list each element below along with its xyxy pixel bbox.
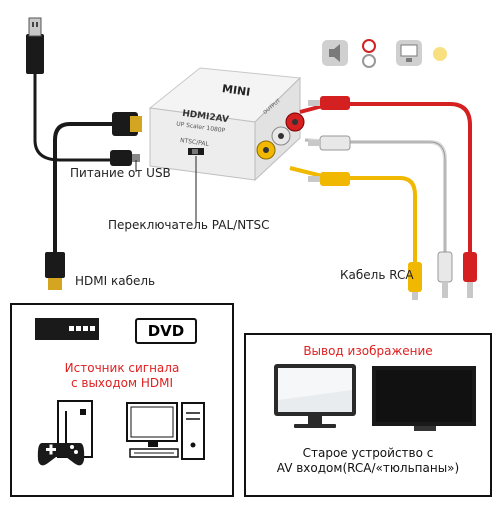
hdmi-plug-icon [112,112,142,136]
rca-cable-label: Кабель RCA [340,268,414,282]
computer-icon [126,402,205,460]
hdmi-box-icon [35,318,99,340]
power-label: Питание от USB [70,166,171,180]
crt-monitor-icon [274,364,356,428]
switch-label: Переключатель PAL/NTSC [108,218,270,232]
source-title-line2: с выходом HDMI [70,376,174,390]
hdmi2av-converter [148,67,305,182]
game-console-icon [37,400,93,466]
output-desc-line1: Старое устройство с [302,446,434,460]
output-devices [274,364,476,431]
connection-diagram [26,17,477,300]
audio-jack-icon [362,39,376,68]
video-dot-icon [433,47,447,61]
tv-icon [372,366,476,431]
usb-plug-icon [26,17,44,74]
output-title: Вывод изображение [303,344,433,358]
monitor-icon [396,40,422,66]
output-desc-line2: AV входом(RCA/«тюльпаны») [276,461,460,475]
dvd-label: DVD [135,318,197,344]
source-title-line1: Источник сигнала [64,361,180,375]
hdmi-cable-label: HDMI кабель [75,274,156,288]
speaker-icon [322,40,348,66]
source-devices [35,318,205,466]
